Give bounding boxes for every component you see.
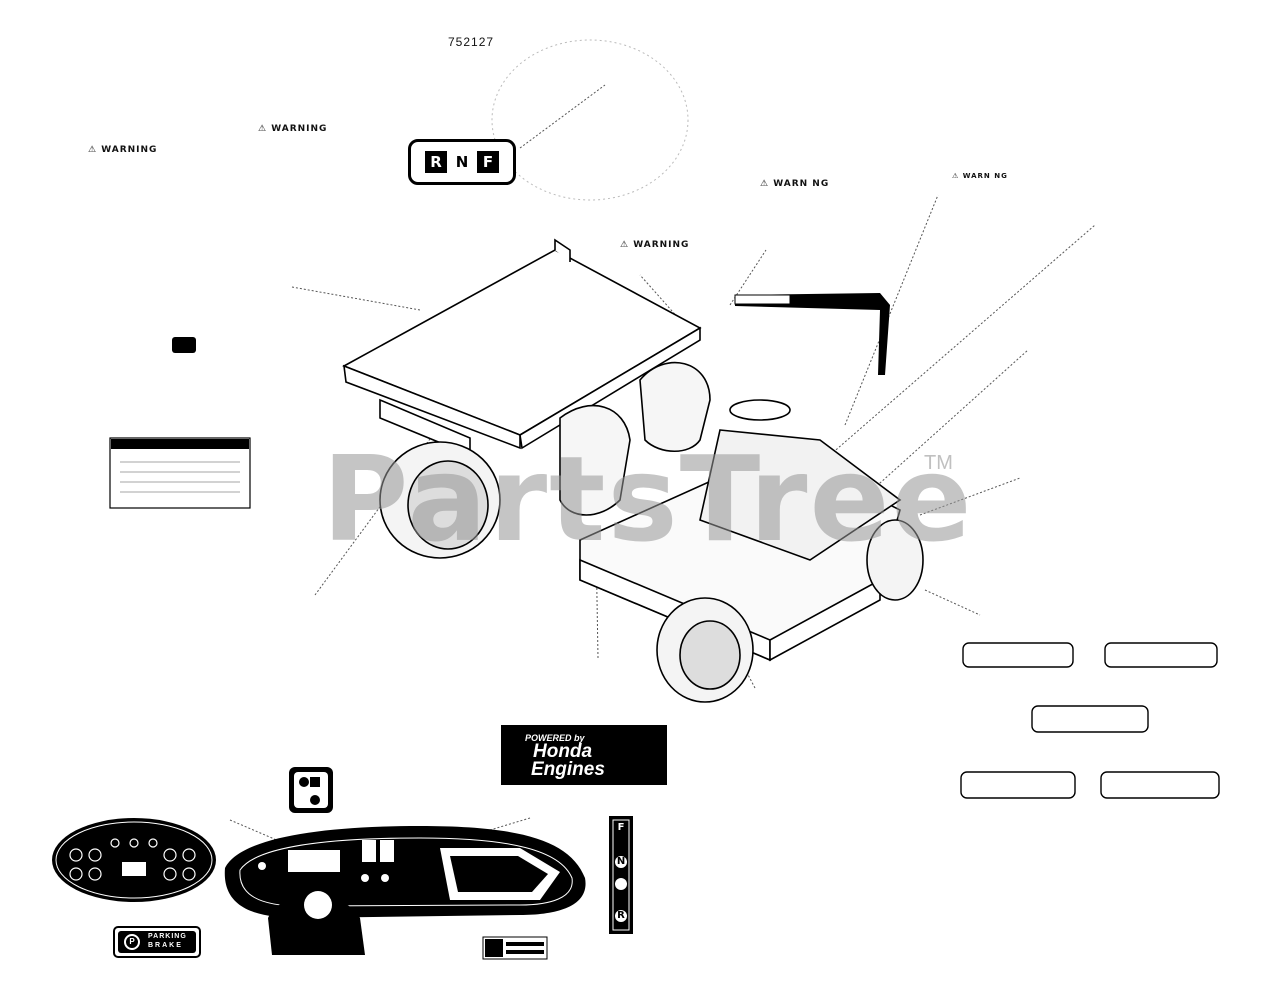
warning-label-hood: ⚠ WARN NG (760, 179, 830, 189)
shifter-gear-r: R (617, 910, 625, 921)
gear-n: N (451, 151, 473, 173)
instruction-decal (109, 437, 251, 509)
warning-label-right: ⚠ WARN NG (952, 172, 1008, 180)
warning-label-left: ⚠ WARNING (88, 145, 158, 155)
warning-text: WARNING (271, 124, 328, 134)
gear-r: R (425, 151, 447, 173)
parking-brake-inner: P PARKING BRAKE (118, 931, 196, 953)
detail-callout-circle (491, 39, 689, 201)
parking-brake-line-1: PARKING (148, 933, 187, 940)
honda-line-1: POWERED by (525, 733, 585, 743)
vehicle-body (342, 238, 924, 703)
shifter-gear-n: N (616, 856, 626, 867)
shifter-strip (609, 816, 633, 934)
warning-label-center: ⚠ WARNING (258, 124, 328, 134)
honda-line-2: Honda (533, 741, 593, 762)
trademark-symbol: TM (924, 452, 953, 474)
control-panel-oval (52, 818, 216, 902)
parking-brake-icon: P (124, 934, 140, 950)
small-black-tag (172, 337, 196, 353)
warning-text: WARNING (633, 240, 690, 250)
parking-brake-decal: P PARKING BRAKE (113, 926, 201, 958)
gear-selector-decal: R N F (408, 139, 516, 185)
honda-line-3: Engines (531, 759, 605, 780)
warning-label-bed: ⚠ WARNING (620, 240, 690, 250)
warning-text: WARNING (101, 145, 158, 155)
part-number-label: 752127 (448, 35, 495, 49)
parts-tree-watermark: PartsTree (322, 430, 974, 568)
small-info-decal (482, 936, 548, 960)
parking-brake-line-2: BRAKE (148, 942, 183, 949)
honda-engines-badge: POWERED by Honda Engines (501, 725, 667, 785)
warning-text: WARN NG (773, 179, 830, 189)
warning-text: WARN NG (962, 172, 1008, 180)
side-stripe-decal (734, 293, 890, 375)
dashboard-decal (224, 826, 586, 955)
key-switch-decal (289, 767, 333, 813)
badge-decals (960, 642, 1220, 799)
shifter-gear-f: F (617, 822, 625, 833)
gear-f: F (477, 151, 499, 173)
